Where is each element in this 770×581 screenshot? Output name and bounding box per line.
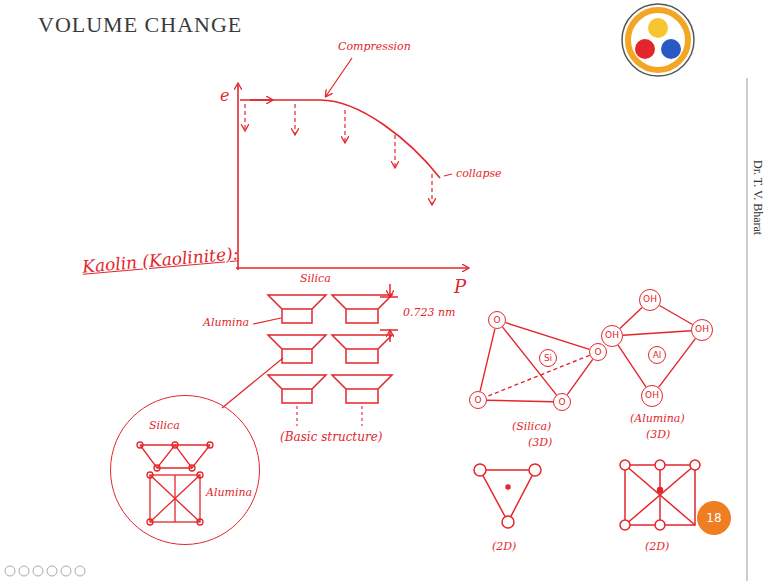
handwritten-label: collapse xyxy=(456,167,502,180)
atom-symbol: O xyxy=(558,398,565,407)
atom-symbol: O xyxy=(493,316,500,325)
kaolinite-layers xyxy=(222,284,398,426)
bond-line xyxy=(487,400,553,402)
page-number: 18 xyxy=(706,512,721,524)
bond-line xyxy=(480,329,495,391)
bond-line xyxy=(620,308,642,329)
atom-circle: O xyxy=(553,393,571,411)
page-number-badge: 18 xyxy=(697,501,731,535)
handwritten-label: 0.723 nm xyxy=(403,306,456,319)
bond-line xyxy=(506,323,590,350)
bond-line xyxy=(486,355,589,396)
bond-line xyxy=(567,359,592,394)
layer-name: Silica xyxy=(149,419,180,432)
bond-line xyxy=(659,339,696,388)
handwritten-label: (3D) xyxy=(528,436,552,449)
atom-circle: OH xyxy=(639,289,661,311)
atom-symbol: OH xyxy=(645,391,659,400)
layer-name: Alumina xyxy=(206,486,252,499)
atom-circle: O xyxy=(469,391,487,409)
bond-line xyxy=(503,327,557,395)
silica-alumina-sketch xyxy=(137,442,213,525)
atom-circle: O xyxy=(488,311,506,329)
atom-circle: O xyxy=(589,343,607,361)
handwritten-label: Alumina xyxy=(203,316,249,329)
atom-symbol: OH xyxy=(605,331,619,340)
two-d-figures xyxy=(474,460,700,530)
atom-symbol: OH xyxy=(643,295,657,304)
atom-circle: Si xyxy=(539,349,557,367)
atom-symbol: Si xyxy=(544,354,552,363)
player-toolbar xyxy=(5,566,85,576)
e-p-graph xyxy=(236,58,468,270)
handwritten-label: (3D) xyxy=(646,428,670,441)
handwritten-label: (2D) xyxy=(645,540,669,553)
handwritten-label: e xyxy=(220,86,229,105)
handwritten-label: (2D) xyxy=(492,540,516,553)
handwritten-label: Compression xyxy=(338,40,411,53)
atom-circle: Al xyxy=(648,346,666,364)
structure-circle: SilicaAlumina xyxy=(110,395,260,545)
atom-circle: OH xyxy=(601,325,623,347)
handwritten-label: (Silica) xyxy=(512,420,551,433)
bond-line xyxy=(618,345,646,387)
handwritten-label: Kaolin (Kaolinite): xyxy=(81,243,239,277)
atom-symbol: OH xyxy=(695,325,709,334)
atom-circle: OH xyxy=(691,319,713,341)
atom-symbol: Al xyxy=(653,351,662,360)
atom-symbol: O xyxy=(594,348,601,357)
handwritten-label: (Basic structure) xyxy=(280,430,382,444)
author-name: Dr. T. V. Bharat xyxy=(751,160,765,235)
margin-line xyxy=(747,78,748,581)
atom-circle: OH xyxy=(641,385,663,407)
handwritten-label: (Alumina) xyxy=(630,412,685,425)
institute-logo xyxy=(622,4,694,76)
handwritten-label: P xyxy=(454,276,466,298)
bond-line xyxy=(623,331,691,336)
bond-line xyxy=(660,306,693,325)
slide-title: VOLUME CHANGE xyxy=(38,12,242,38)
atom-symbol: O xyxy=(474,396,481,405)
handwritten-label: Silica xyxy=(300,272,331,285)
